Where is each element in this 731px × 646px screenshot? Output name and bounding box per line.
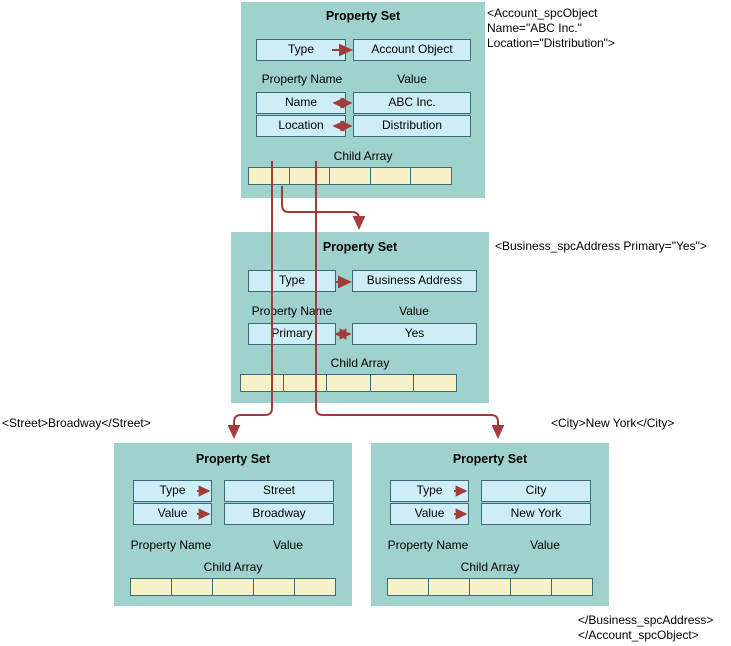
property-name-header: Property Name [251, 304, 333, 318]
child-array-cell [327, 375, 371, 391]
annotation-city-element: <City>New York</City> [551, 416, 675, 430]
property-set-street: Property Set Type Street Value Broadway … [114, 443, 352, 606]
child-array-cell [511, 579, 552, 595]
annotation-account-close: </Account_spcObject> [578, 628, 699, 642]
property-value-cell-0: ABC Inc. [353, 92, 471, 114]
annotation-business-open: <Business_spcAddress Primary="Yes"> [495, 239, 707, 253]
child-array-cell [172, 579, 213, 595]
child-array-cell [131, 579, 172, 595]
child-array-cell [371, 168, 412, 184]
type-value-cell: Street [224, 480, 334, 502]
property-name-cell-1: Location [256, 115, 346, 137]
child-array-cell [414, 375, 456, 391]
value-header: Value [397, 72, 427, 86]
child-array [387, 578, 593, 596]
child-array-cell [388, 579, 429, 595]
child-array-cell [213, 579, 254, 595]
child-array [240, 374, 457, 392]
property-name-header: Property Name [130, 538, 212, 552]
child-array-cell [470, 579, 511, 595]
child-array-cell [411, 168, 451, 184]
value-header: Value [530, 538, 560, 552]
property-set-business-address: Property Set Type Business Address Prope… [231, 232, 489, 403]
child-array-cell [249, 168, 290, 184]
type-label-cell: Type [133, 480, 212, 502]
value-value-cell: New York [481, 503, 591, 525]
property-name-cell-0: Name [256, 92, 346, 114]
child-array-cell [284, 375, 328, 391]
property-name-header: Property Name [261, 72, 343, 86]
type-label-cell: Type [390, 480, 469, 502]
value-header: Value [273, 538, 303, 552]
value-value-cell: Broadway [224, 503, 334, 525]
child-array-label: Child Array [330, 356, 390, 370]
child-array-label: Child Array [333, 149, 393, 163]
child-array-label: Child Array [460, 560, 520, 574]
type-value-cell: Business Address [352, 270, 477, 292]
child-array-cell [290, 168, 331, 184]
type-value-cell: Account Object [353, 39, 471, 61]
type-label-cell: Type [256, 39, 346, 61]
property-name-cell-0: Primary [248, 323, 336, 345]
value-label-cell: Value [133, 503, 212, 525]
property-set-title: Property Set [452, 452, 528, 466]
property-set-title: Property Set [325, 9, 401, 23]
type-label-cell: Type [248, 270, 336, 292]
child-array-cell [429, 579, 470, 595]
property-value-cell-1: Distribution [353, 115, 471, 137]
child-array [248, 167, 452, 185]
child-array-cell [371, 375, 414, 391]
child-array-cell [295, 579, 335, 595]
child-array-cell [552, 579, 592, 595]
property-set-title: Property Set [195, 452, 271, 466]
child-array-cell [254, 579, 295, 595]
property-set-title: Property Set [322, 240, 398, 254]
child-array-cell [330, 168, 371, 184]
child-array-cell [241, 375, 285, 391]
annotation-account-open: <Account_spcObject Name="ABC Inc." Locat… [487, 6, 615, 50]
annotation-business-close: </Business_spcAddress> [578, 613, 714, 627]
property-value-cell-0: Yes [352, 323, 477, 345]
value-header: Value [399, 304, 429, 318]
property-set-city: Property Set Type City Value New York Pr… [371, 443, 609, 606]
property-name-header: Property Name [387, 538, 469, 552]
type-value-cell: City [481, 480, 591, 502]
child-array [130, 578, 336, 596]
property-set-account: Property Set Type Account Object Propert… [241, 2, 485, 198]
child-array-label: Child Array [203, 560, 263, 574]
value-label-cell: Value [390, 503, 469, 525]
annotation-street-element: <Street>Broadway</Street> [2, 416, 151, 430]
